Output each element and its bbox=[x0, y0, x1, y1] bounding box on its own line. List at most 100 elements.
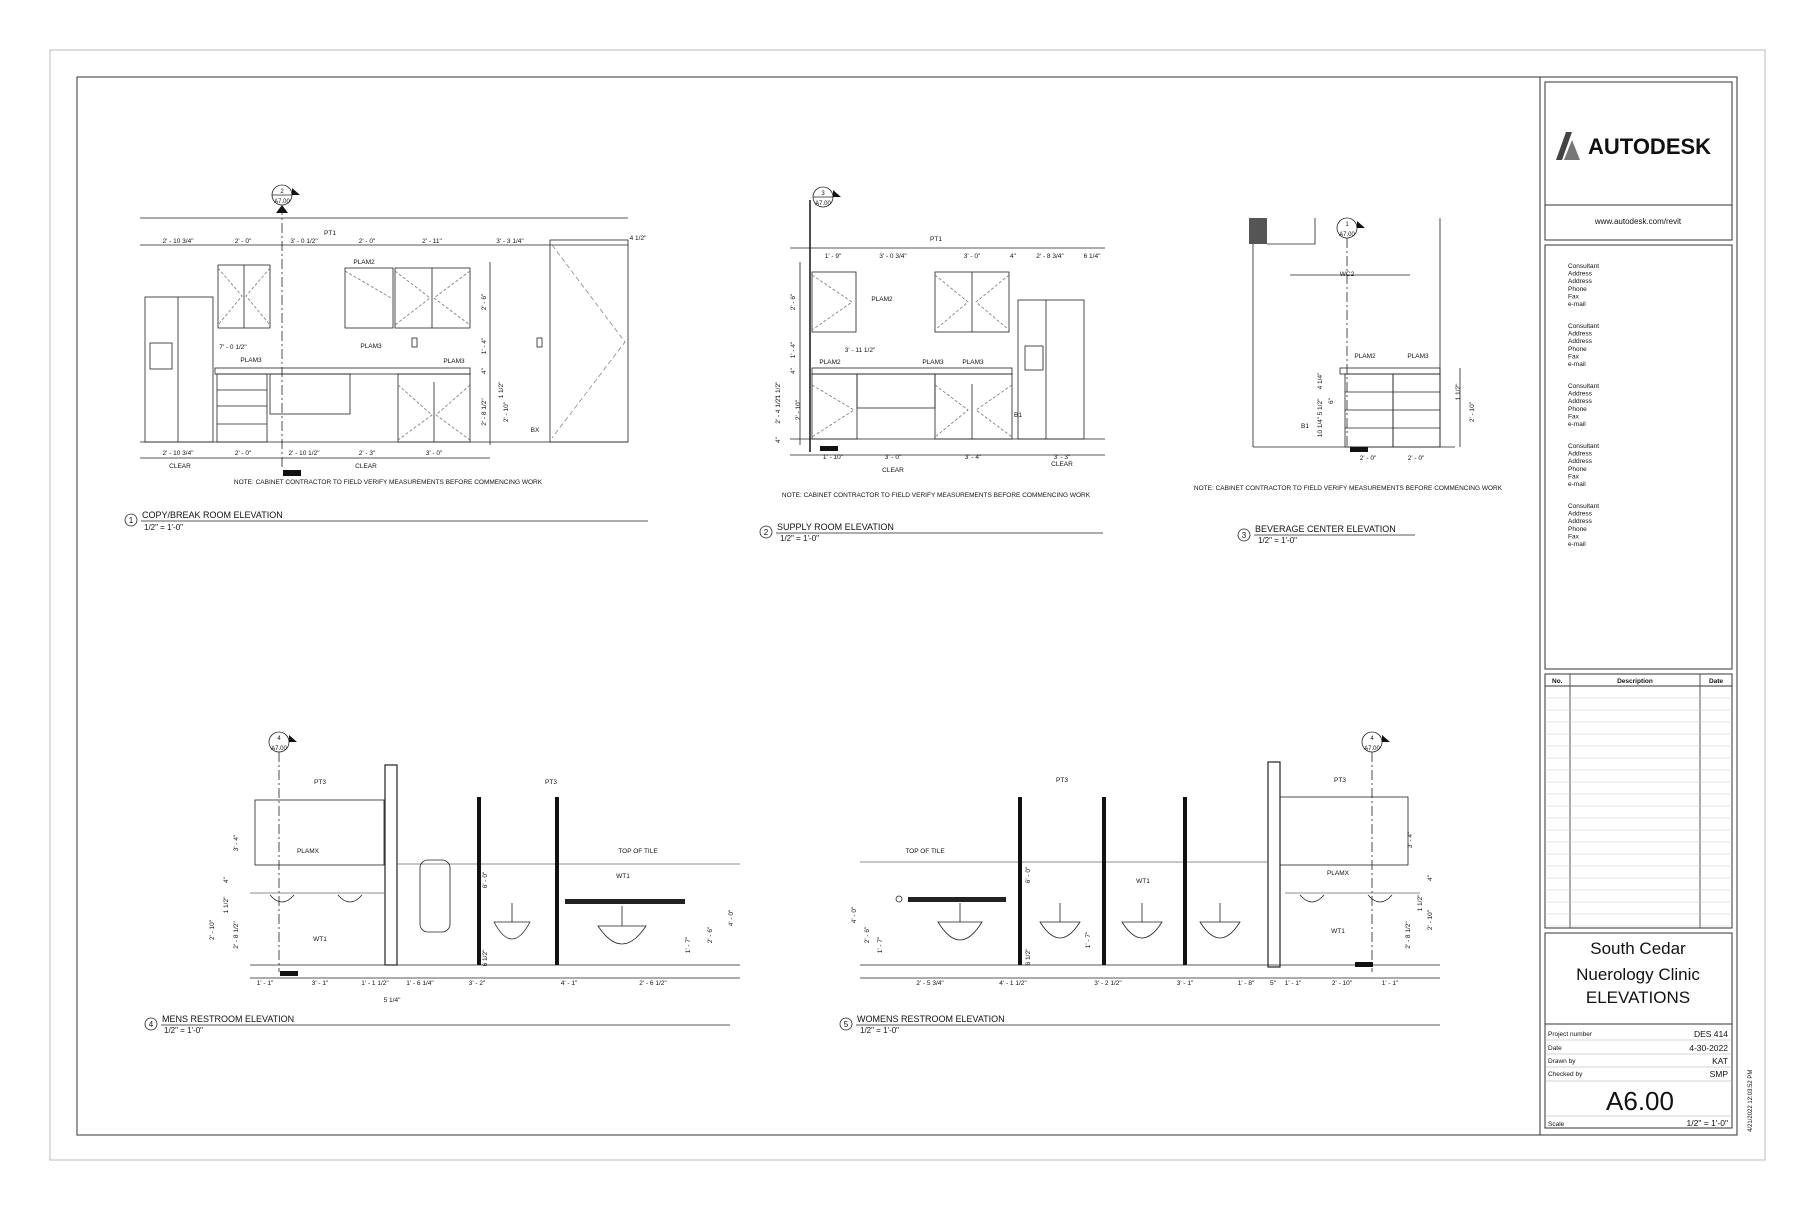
consultants-box bbox=[1544, 244, 1733, 670]
v2-tag-b1: B1 bbox=[1014, 412, 1022, 419]
v1-note: NOTE: CABINET CONTRACTOR TO FIELD VERIFY… bbox=[234, 479, 543, 486]
v2-left-dim: 4" bbox=[790, 367, 797, 374]
v3-scale: 1/2" = 1'-0" bbox=[1258, 536, 1297, 545]
consultant-line: Address bbox=[1568, 338, 1593, 345]
consultant-line: Address bbox=[1568, 271, 1593, 278]
v1-right-dim: 2' - 10" bbox=[503, 401, 510, 422]
v2-left-dim: 4" bbox=[775, 436, 782, 443]
v4-left-dim: 1 1/2" bbox=[223, 896, 230, 913]
titleblock: AUTODESK www.autodesk.com/revit Consulta… bbox=[1544, 81, 1754, 1132]
consultant-line: Fax bbox=[1568, 413, 1580, 420]
consultant-line: Phone bbox=[1568, 526, 1587, 533]
view5-labels: 4 A7.00 PT3 PT3 TOP OF TILE PLAMX WT1 WT… bbox=[839, 736, 1440, 1035]
v3-left-dim: 5 1/2" bbox=[1317, 398, 1324, 415]
v2-section-num: 3 bbox=[821, 191, 825, 197]
consultant-line: e-mail bbox=[1568, 481, 1586, 488]
v5-bottom-dim: 4' - 1 1/2" bbox=[999, 980, 1027, 987]
v3-note: NOTE: CABINET CONTRACTOR TO FIELD VERIFY… bbox=[1194, 485, 1503, 492]
v5-section-num: 4 bbox=[1370, 736, 1374, 742]
view-number-bubble bbox=[144, 1017, 158, 1031]
v1-bottom-dim: 3' - 0" bbox=[426, 450, 443, 457]
v1-scale: 1/2" = 1'-0" bbox=[144, 523, 183, 532]
v4-tag-top-of-tile: TOP OF TILE bbox=[618, 848, 658, 855]
v4-title: MENS RESTROOM ELEVATION bbox=[162, 1014, 294, 1024]
view-mens-restroom bbox=[250, 731, 740, 979]
consultant-line: Fax bbox=[1568, 533, 1580, 540]
consultant-line: Consultant bbox=[1568, 503, 1599, 510]
v5-bottom-dim: 2' - 5 3/4" bbox=[916, 980, 944, 987]
view-copy-break-room: 2 A7.00 bbox=[140, 184, 629, 476]
v4-bottom-dim: 2' - 6 1/2" bbox=[639, 980, 667, 987]
consultant-line: Consultant bbox=[1568, 263, 1599, 270]
rev-header-description: Description bbox=[1617, 678, 1653, 685]
section-marker-icon bbox=[809, 186, 841, 452]
v3-tag-b1: B1 bbox=[1301, 423, 1309, 430]
v2-section-sheet: A7.00 bbox=[815, 201, 831, 207]
brand-url[interactable]: www.autodesk.com/revit bbox=[1594, 217, 1682, 226]
v4-number: 4 bbox=[149, 1020, 154, 1029]
v4-section-sheet: A7.00 bbox=[271, 746, 287, 752]
v2-top-dim: 2' - 8 3/4" bbox=[1036, 253, 1064, 260]
v5-v6: 6' - 0" bbox=[1025, 866, 1032, 883]
field-label-date: Date bbox=[1548, 1045, 1562, 1052]
v1-top-dim: 2' - 0" bbox=[359, 238, 376, 245]
consultant-line: Phone bbox=[1568, 466, 1587, 473]
v1-title: COPY/BREAK ROOM ELEVATION bbox=[142, 510, 283, 520]
v5-bottom-dim: 3' - 2 1/2" bbox=[1094, 980, 1122, 987]
consultant-line: e-mail bbox=[1568, 361, 1586, 368]
consultant-line: Address bbox=[1568, 398, 1593, 405]
v4-section-num: 4 bbox=[277, 736, 281, 742]
v2-left-dim: 2' - 4 1/2" bbox=[775, 396, 782, 424]
v5-tag-pt3: PT3 bbox=[1334, 777, 1346, 784]
v4-left-dim: 2' - 8 1/2" bbox=[233, 921, 240, 949]
revision-rows bbox=[1545, 697, 1732, 927]
scale-value: 1/2" = 1'-0" bbox=[1687, 1118, 1728, 1128]
v2-number: 2 bbox=[764, 528, 769, 537]
v5-right-dim: 1 1/2" bbox=[1417, 894, 1424, 911]
revisions-table: No. Description Date bbox=[1545, 674, 1732, 928]
column-block bbox=[1249, 218, 1267, 244]
project-name-line1: South Cedar bbox=[1590, 939, 1686, 958]
consultant-line: Consultant bbox=[1568, 383, 1599, 390]
v3-tag-plam2: PLAM2 bbox=[1354, 353, 1376, 360]
rev-header-no: No. bbox=[1552, 678, 1563, 685]
view3-labels: 1 A7.00 WC2 PLAM2 PLAM3 B1 2' - 0" 2' - … bbox=[1194, 222, 1503, 545]
v5-right-dim: 4" bbox=[1427, 874, 1434, 881]
consultant-line: Fax bbox=[1568, 473, 1580, 480]
v1-counter-dim: 7' - 0 1/2" bbox=[219, 344, 247, 351]
v1-top-dim: 3' - 0 1/2" bbox=[290, 238, 318, 245]
view2-labels: 3 A7.00 PT1 1' - 9" 3' - 0 3/4" 3' - 0" … bbox=[759, 191, 1103, 543]
v3-tag-wc2: WC2 bbox=[1340, 271, 1355, 278]
v1-top-dim: 2' - 11" bbox=[422, 238, 442, 245]
v3-tag-plam3: PLAM3 bbox=[1407, 353, 1429, 360]
section-marker-icon bbox=[1336, 217, 1365, 447]
view-number-bubble bbox=[839, 1017, 853, 1031]
consultant-line: Address bbox=[1568, 278, 1593, 285]
v2-clear: CLEAR bbox=[882, 467, 904, 474]
scale-label: Scale bbox=[1548, 1121, 1565, 1128]
view1-labels: 2' - 10 3/4" 2' - 0" 3' - 0 1/2" 2' - 0"… bbox=[124, 230, 648, 532]
v5-right-dim: 2' - 10" bbox=[1427, 909, 1434, 930]
section-marker-icon bbox=[1361, 731, 1390, 972]
consultant-line: Consultant bbox=[1568, 443, 1599, 450]
v4-left-dim: 2' - 10" bbox=[209, 919, 216, 940]
v3-bottom-dim: 2' - 0" bbox=[1360, 455, 1377, 462]
v4-tag-pt3: PT3 bbox=[314, 779, 326, 786]
v2-top-dim: 1' - 9" bbox=[825, 253, 842, 260]
v5-bottom-dim: 5" bbox=[1270, 980, 1277, 987]
v1-clear: CLEAR bbox=[355, 463, 377, 470]
v1-bottom-dim: 2' - 10 3/4" bbox=[162, 450, 194, 457]
v4-right-dim: 4' - 0" bbox=[728, 909, 735, 926]
v5-bottom-dim: 1' - 1" bbox=[1285, 980, 1302, 987]
consultant-line: Address bbox=[1568, 458, 1593, 465]
v5-tag-pt3: PT3 bbox=[1056, 777, 1068, 784]
consultant-line: Fax bbox=[1568, 293, 1580, 300]
v5-tag-wt1: WT1 bbox=[1136, 878, 1150, 885]
v2-clear: CLEAR bbox=[1051, 461, 1073, 468]
consultant-list: ConsultantAddressAddressPhoneFaxe-mailCo… bbox=[1568, 263, 1599, 548]
v4-bottom-dim: 3' - 1" bbox=[312, 980, 329, 987]
view-number-bubble bbox=[759, 525, 773, 539]
consultant-line: Address bbox=[1568, 451, 1593, 458]
v5-tag-wt1: WT1 bbox=[1331, 928, 1345, 935]
v1-top-dim: 3' - 3 1/4" bbox=[496, 238, 524, 245]
